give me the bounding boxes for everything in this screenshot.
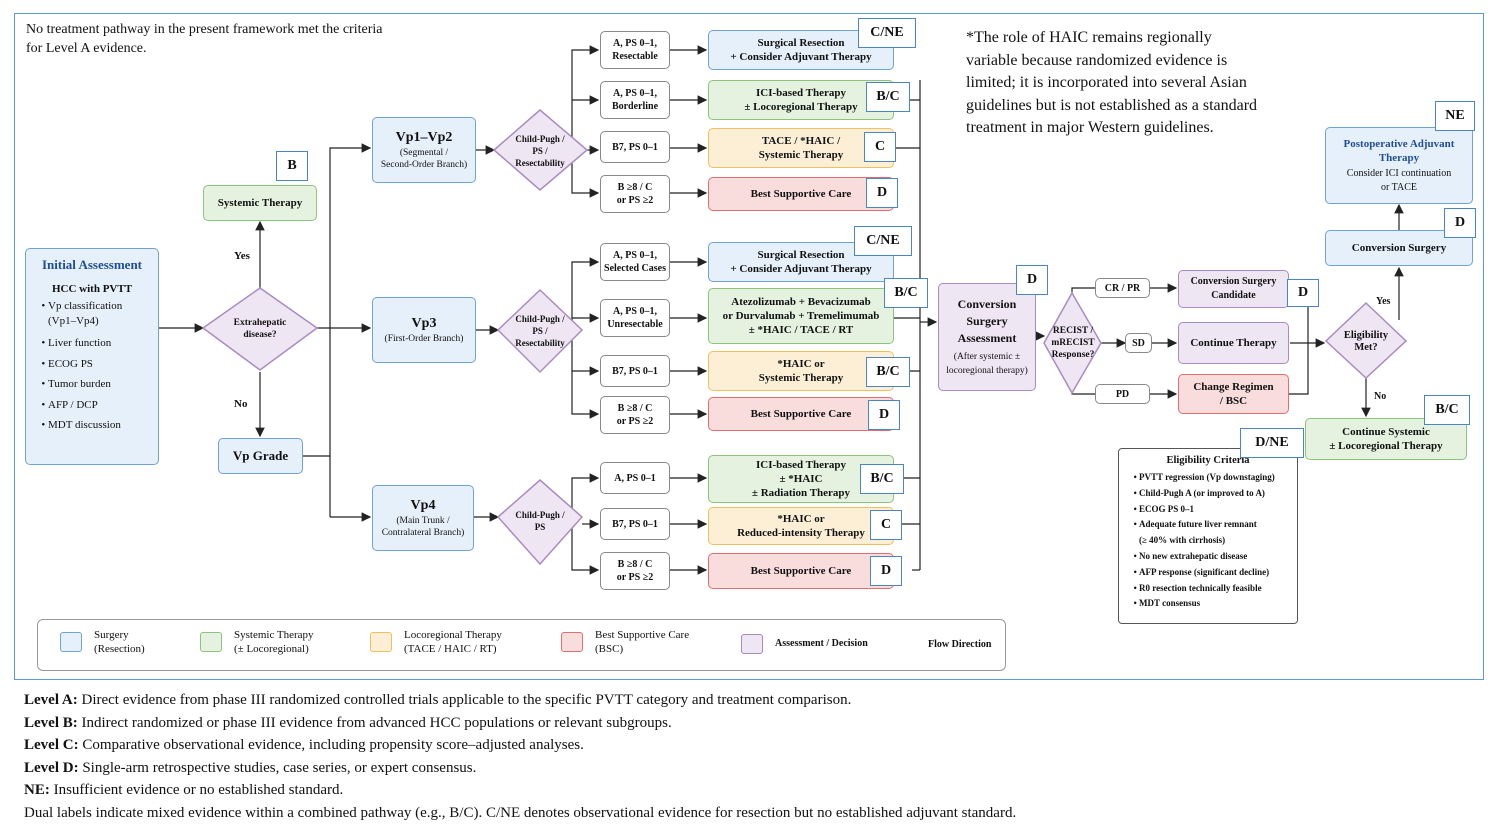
vp3-box: Vp3 (First-Order Branch) (372, 297, 476, 363)
badge-vp3-surgery: C/NE (854, 226, 912, 256)
yes-label: Yes (234, 250, 250, 262)
evidence-levels: Level A: Direct evidence from phase III … (24, 689, 1484, 824)
hcc-pvtt-label: HCC with PVTT (51, 283, 133, 295)
badge-vp3-haic: B/C (866, 357, 910, 387)
response-pd: PD (1095, 384, 1150, 404)
crit-vp3-b7: B7, PS 0–1 (600, 355, 670, 387)
systemic-therapy-box: Systemic Therapy (203, 185, 317, 221)
badge-continue-systemic: B/C (1424, 395, 1470, 425)
level-d: Level D: Single-arm retrospective studie… (24, 759, 477, 776)
badge-vp12-bsc: D (866, 178, 898, 208)
eligibility-criteria-title: Eligibility Criteria (1166, 455, 1250, 466)
initial-assessment-list: Vp classification (Vp1–Vp4) Liver functi… (36, 299, 148, 436)
vp-grade-box: Vp Grade (218, 438, 303, 474)
vp4-box: Vp4 (Main Trunk /Contralateral Branch) (372, 485, 474, 551)
badge-conversion-surgery: D (1444, 208, 1476, 238)
badge-postop: NE (1435, 101, 1475, 131)
legend-assessment: Assessment / Decision (741, 634, 868, 654)
decision-vp3: Child-Pugh /PS /Resectability (515, 314, 565, 348)
legend-locoregional: Locoregional Therapy(TACE / HAIC / RT) (370, 628, 502, 656)
badge-vp12-surgery: C/NE (858, 18, 916, 48)
badge-conversion-candidate: D (1287, 279, 1319, 307)
level-b: Level B: Indirect randomized or phase II… (24, 714, 672, 731)
level-c: Level C: Comparative observational evide… (24, 737, 584, 753)
decision-vp4: Child-Pugh /PS (515, 510, 565, 532)
level-a-note: No treatment pathway in the present fram… (26, 22, 383, 56)
eligibility-no: No (1374, 391, 1387, 402)
continue-therapy-box: Continue Therapy (1178, 322, 1289, 364)
tx-vp4-ici: ICI-based Therapy± *HAIC± Radiation Ther… (708, 455, 894, 503)
eligibility-yes: Yes (1376, 296, 1391, 307)
badge-vp4-ici: B/C (860, 464, 904, 494)
systemic-badge: B (276, 151, 308, 181)
tx-vp12-ici: ICI-based Therapy± Locoregional Therapy (708, 80, 894, 120)
badge-vp3-atezo: B/C (884, 278, 928, 308)
level-ne: NE: Insufficient evidence or no establis… (24, 782, 344, 798)
tx-vp12-surgery: Surgical Resection+ Consider Adjuvant Th… (708, 30, 894, 70)
response-sd: SD (1125, 333, 1152, 353)
tx-vp12-tace: TACE / *HAIC /Systemic Therapy (708, 128, 894, 168)
tx-vp4-bsc: Best Supportive Care (708, 553, 894, 589)
initial-assessment-title: Initial Assessment (41, 257, 143, 272)
crit-vp3-unresectable: A, PS 0–1,Unresectable (600, 299, 670, 337)
legend-flow-direction: Flow Direction (928, 639, 992, 650)
badge-vp12-tace: C (864, 132, 896, 162)
legend-bsc: Best Supportive Care(BSC) (561, 628, 689, 656)
crit-vp4-a: A, PS 0–1 (600, 462, 670, 494)
badge-vp3-bsc: D (868, 400, 900, 430)
eligibility-criteria-list: PVTT regression (Vp downstaging) Child-P… (1127, 470, 1289, 612)
badge-conversion-assessment: D (1016, 265, 1048, 295)
response-cr-pr: CR / PR (1095, 278, 1150, 298)
dual-labels-note: Dual labels indicate mixed evidence with… (24, 804, 1017, 821)
badge-vp4-bsc: D (870, 556, 902, 586)
level-a: Level A: Direct evidence from phase III … (24, 692, 852, 708)
legend-surgery: Surgery(Resection) (60, 628, 145, 656)
tx-vp3-bsc: Best Supportive Care (708, 397, 894, 431)
crit-vp3-selected: A, PS 0–1,Selected Cases (600, 243, 670, 281)
legend-systemic: Systemic Therapy(± Locoregional) (200, 628, 314, 656)
badge-vp4-haic: C (870, 510, 902, 540)
no-label: No (234, 398, 248, 410)
decision-vp12: Child-Pugh /PS /Resectability (515, 134, 565, 168)
crit-vp4-b7: B7, PS 0–1 (600, 508, 670, 540)
badge-eligibility-criteria: D/NE (1240, 428, 1304, 458)
crit-vp12-borderline: A, PS 0–1,Borderline (600, 81, 670, 119)
continue-systemic-box: Continue Systemic± Locoregional Therapy (1305, 418, 1467, 460)
vp1-vp2-box: Vp1–Vp2 (Segmental /Second-Order Branch) (372, 117, 476, 183)
eligibility-criteria-box: Eligibility Criteria PVTT regression (Vp… (1118, 448, 1298, 624)
initial-assessment-box: Initial Assessment HCC with PVTT Vp clas… (25, 248, 159, 465)
diagram-frame (14, 13, 1484, 680)
crit-vp12-b7: B7, PS 0–1 (600, 131, 670, 163)
badge-vp12-ici: B/C (866, 82, 910, 112)
change-regimen-box: Change Regimen/ BSC (1178, 374, 1289, 414)
crit-vp12-resectable: A, PS 0–1,Resectable (600, 31, 670, 69)
legend-box (37, 619, 1006, 671)
tx-vp12-bsc: Best Supportive Care (708, 177, 894, 211)
